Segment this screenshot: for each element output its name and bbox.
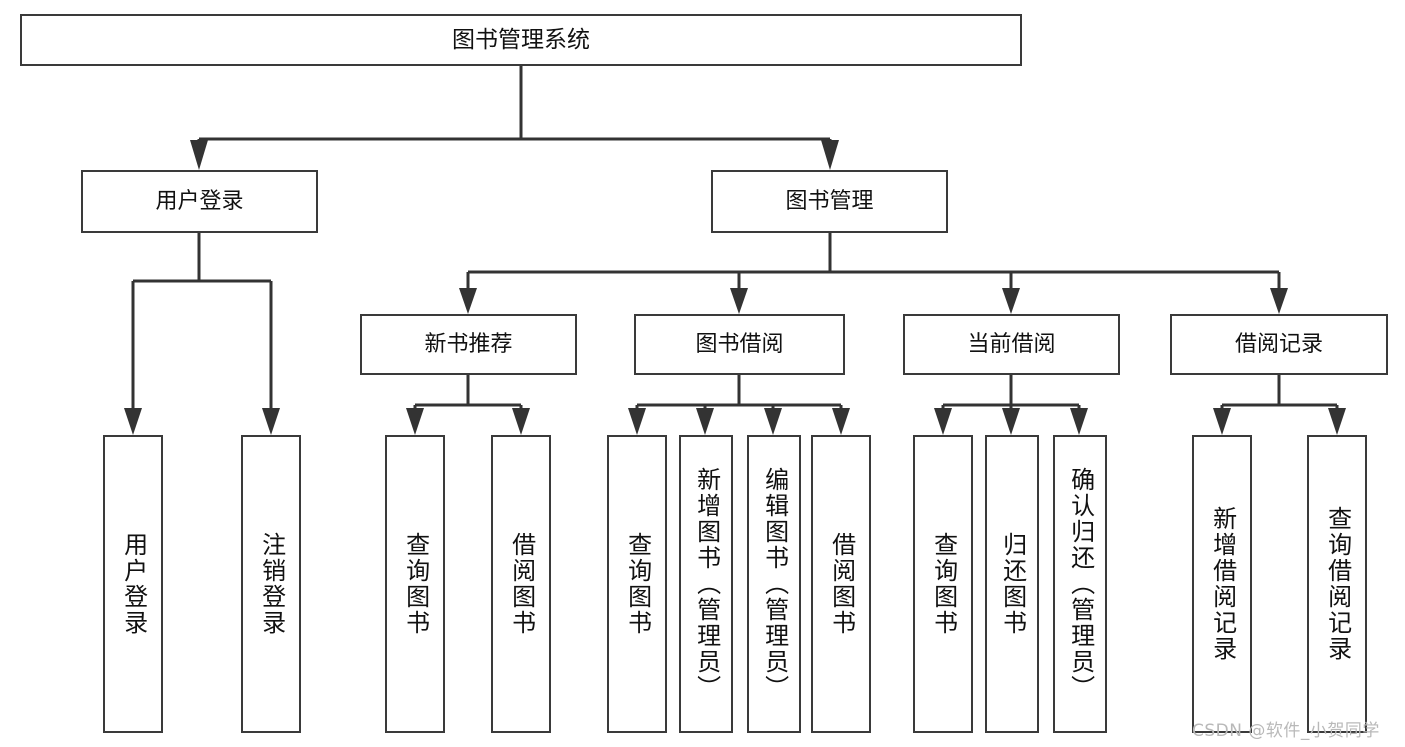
leaf-borrow-books-recommendation-label: 借阅图书 (507, 532, 536, 636)
leaf-edit-book-admin-label: 编辑图书（管理员） (760, 467, 789, 701)
leaf-query-borrowing-record[interactable]: 查询借阅记录 (1307, 435, 1367, 733)
node-book-management-label: 图书管理 (785, 188, 874, 214)
leaf-logout[interactable]: 注销登录 (241, 435, 301, 733)
leaf-add-borrowing-record[interactable]: 新增借阅记录 (1192, 435, 1252, 733)
node-user-login-label: 用户登录 (155, 188, 244, 214)
leaf-add-book-admin[interactable]: 新增图书（管理员） (679, 435, 733, 733)
node-borrowing-records[interactable]: 借阅记录 (1170, 314, 1388, 375)
leaf-return-books[interactable]: 归还图书 (985, 435, 1039, 733)
leaf-borrow-books-borrowing[interactable]: 借阅图书 (811, 435, 871, 733)
leaf-borrow-books-recommendation[interactable]: 借阅图书 (491, 435, 551, 733)
leaf-logout-label: 注销登录 (257, 532, 286, 636)
node-new-book-recommendation[interactable]: 新书推荐 (360, 314, 577, 375)
leaf-user-login-label: 用户登录 (119, 532, 148, 636)
leaf-query-books-current[interactable]: 查询图书 (913, 435, 973, 733)
leaf-confirm-return-admin[interactable]: 确认归还（管理员） (1053, 435, 1107, 733)
csdn-watermark: CSDN @软件_小贺同学 (1192, 721, 1380, 741)
node-current-borrowing[interactable]: 当前借阅 (903, 314, 1120, 375)
node-new-book-recommendation-label: 新书推荐 (424, 331, 513, 357)
leaf-query-borrowing-record-label: 查询借阅记录 (1323, 506, 1352, 662)
node-book-borrowing[interactable]: 图书借阅 (634, 314, 845, 375)
node-book-management[interactable]: 图书管理 (711, 170, 948, 233)
node-borrowing-records-label: 借阅记录 (1234, 331, 1323, 357)
leaf-query-books-recommendation[interactable]: 查询图书 (385, 435, 445, 733)
node-root-label: 图书管理系统 (452, 26, 590, 53)
leaf-return-books-label: 归还图书 (998, 532, 1027, 636)
node-root-book-management-system[interactable]: 图书管理系统 (20, 14, 1022, 66)
leaf-user-login[interactable]: 用户登录 (103, 435, 163, 733)
leaf-query-books-recommendation-label: 查询图书 (401, 532, 430, 636)
leaf-borrow-books-borrowing-label: 借阅图书 (827, 532, 856, 636)
node-user-login[interactable]: 用户登录 (81, 170, 318, 233)
leaf-add-borrowing-record-label: 新增借阅记录 (1208, 506, 1237, 662)
node-book-borrowing-label: 图书借阅 (695, 331, 784, 357)
leaf-edit-book-admin[interactable]: 编辑图书（管理员） (747, 435, 801, 733)
node-current-borrowing-label: 当前借阅 (967, 331, 1056, 357)
leaf-confirm-return-admin-label: 确认归还（管理员） (1066, 467, 1095, 701)
leaf-query-books-current-label: 查询图书 (929, 532, 958, 636)
leaf-query-books-borrowing[interactable]: 查询图书 (607, 435, 667, 733)
leaf-add-book-admin-label: 新增图书（管理员） (692, 467, 721, 701)
leaf-query-books-borrowing-label: 查询图书 (623, 532, 652, 636)
